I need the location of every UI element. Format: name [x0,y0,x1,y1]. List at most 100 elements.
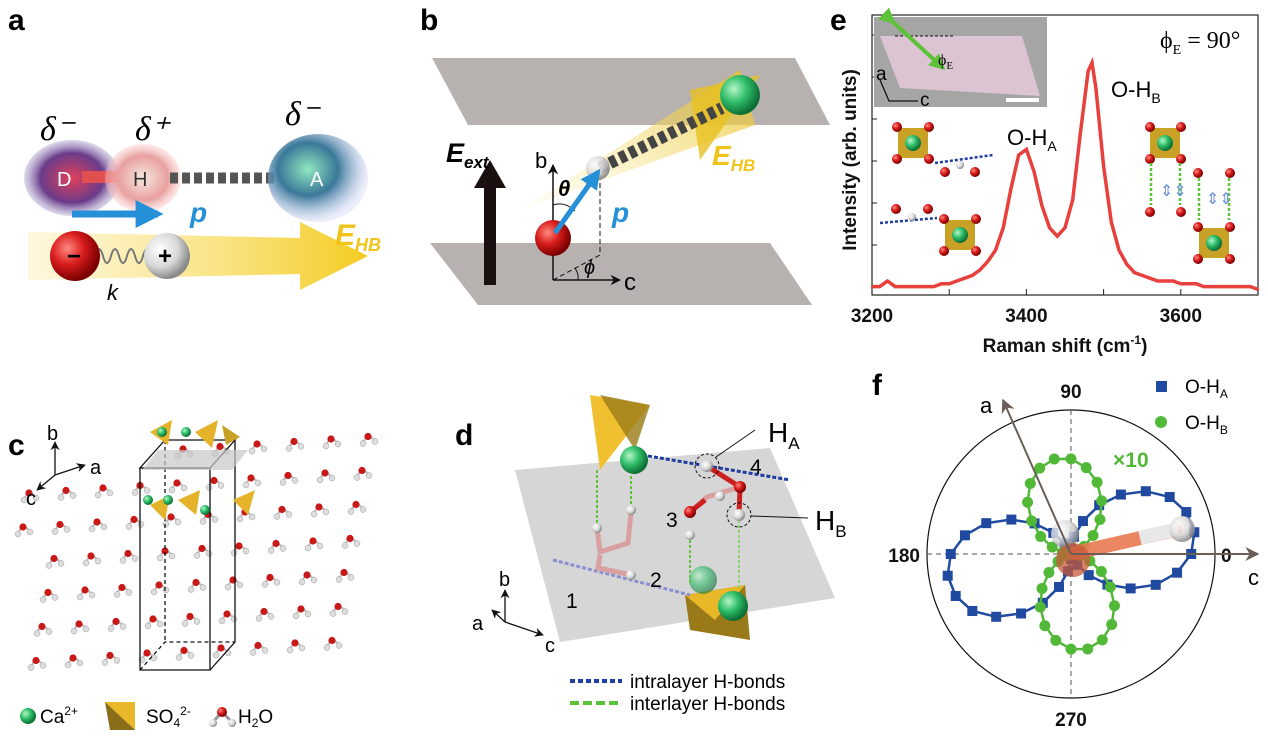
data-point-oha [1054,581,1065,592]
x-tick-label-3400: 3400 [1005,306,1047,327]
projection-line-base [552,254,601,281]
data-point-oha [991,611,1002,622]
raman-point [1025,148,1028,151]
calcium-icon [20,708,36,724]
raman-point [978,268,982,271]
intralayer-hbond [552,558,691,597]
ha-highlight-circle [694,453,720,479]
data-point-ohb [1065,643,1077,655]
c-axis [504,621,544,637]
water-molecule [323,636,343,651]
data-point-oha [942,570,953,581]
raman-point [1032,170,1036,173]
panel-a: a δ⁻ δ⁺ D H δ⁻ A p EHB − + k [8,4,381,305]
spring-constant-label: k [107,280,119,305]
a-axis [491,609,506,623]
raman-point [893,285,897,288]
data-point-oha [1164,492,1175,503]
inset-c-label: c [920,90,930,111]
oxygen-sphere [535,220,571,256]
legend-calcium: Ca2+ [40,704,78,728]
raman-point [963,277,966,280]
data-point-oha [1016,608,1027,619]
data-point-oha [950,590,961,601]
calcium-sphere [718,591,748,621]
c-axis-label: c [26,488,36,510]
ha-leader-line [715,429,756,458]
field-label: EHB [335,219,381,255]
water-molecule [261,573,281,588]
svg-text:⇕⇕: ⇕⇕ [1160,183,1187,200]
plus-sign: + [158,243,172,270]
scale-factor-note: ×10 [1113,449,1149,472]
unit-cell-ions [143,420,255,520]
data-point-ohb [1022,496,1034,508]
raman-point [994,249,997,252]
water-molecule [76,586,96,601]
water-molecule [242,474,262,489]
data-point-oha [1125,583,1136,594]
water-molecule [175,646,195,661]
raman-point [1148,277,1152,280]
panel-label-e: e [830,4,847,37]
delta-minus-acceptor: δ⁻ [285,96,322,133]
raman-point [1086,69,1090,73]
water-molecule [181,612,201,627]
data-point-ohb [1035,530,1047,542]
raman-point [1102,165,1105,168]
legend-water: H2O [238,707,273,730]
data-point-oha [1140,486,1151,497]
a-axis [54,463,86,476]
data-point-ohb [1034,462,1046,474]
raman-points [870,61,1260,291]
raman-point [909,285,912,288]
water-molecule [347,500,367,515]
layer-plane [515,448,835,642]
water-molecule [82,552,102,567]
water-molecule [279,471,299,486]
water-molecule [248,440,268,455]
water-molecule [94,484,114,499]
legend: Ca2+ SO42- H2O [20,702,273,730]
data-point-ohb [1080,462,1092,474]
raman-point [1048,226,1051,229]
spring-icon [94,248,152,264]
water-molecule [353,466,373,481]
peak-label-b: O-HB [1111,77,1161,106]
data-point-oha [967,605,978,616]
water-molecule [224,576,244,591]
c-axis-label: c [545,635,555,657]
raman-point [901,285,905,288]
angle-tick-270: 270 [1055,710,1087,731]
water-molecule [27,656,47,671]
atoms [592,460,746,580]
hb-label: HB [815,505,847,541]
legend-label-oha: O-HA [1185,377,1228,401]
data-point-ohb [1034,601,1046,613]
water-molecule [119,549,139,564]
field-arrow [28,222,368,290]
site-number-2: 2 [650,569,662,592]
raman-point [1110,221,1113,224]
intralayer-legend-label: intralayer H-bonds [630,672,785,693]
data-point-oha [1150,579,1161,590]
raman-point [1187,282,1190,285]
raman-point [886,279,889,283]
legend-marker-oha [1156,381,1167,392]
data-point-ohb [1026,515,1038,527]
crystal-flake [880,36,1040,96]
water-molecule [14,523,34,538]
external-field-label: Eext [446,138,490,172]
phi-label: ϕ [584,257,595,279]
sulfate-icon [105,702,135,730]
hydrogen-sphere [105,144,181,212]
top-layer-plane [432,58,830,125]
raman-point [1117,249,1121,252]
angle-tick-0: 0 [1221,546,1232,567]
field-label: EHB [712,140,755,175]
dipole-label: p [189,197,207,228]
water-molecule [150,581,170,596]
layer-plane [142,450,248,470]
panel-c: c b a c Ca2+ SO42- H2O [8,420,379,730]
